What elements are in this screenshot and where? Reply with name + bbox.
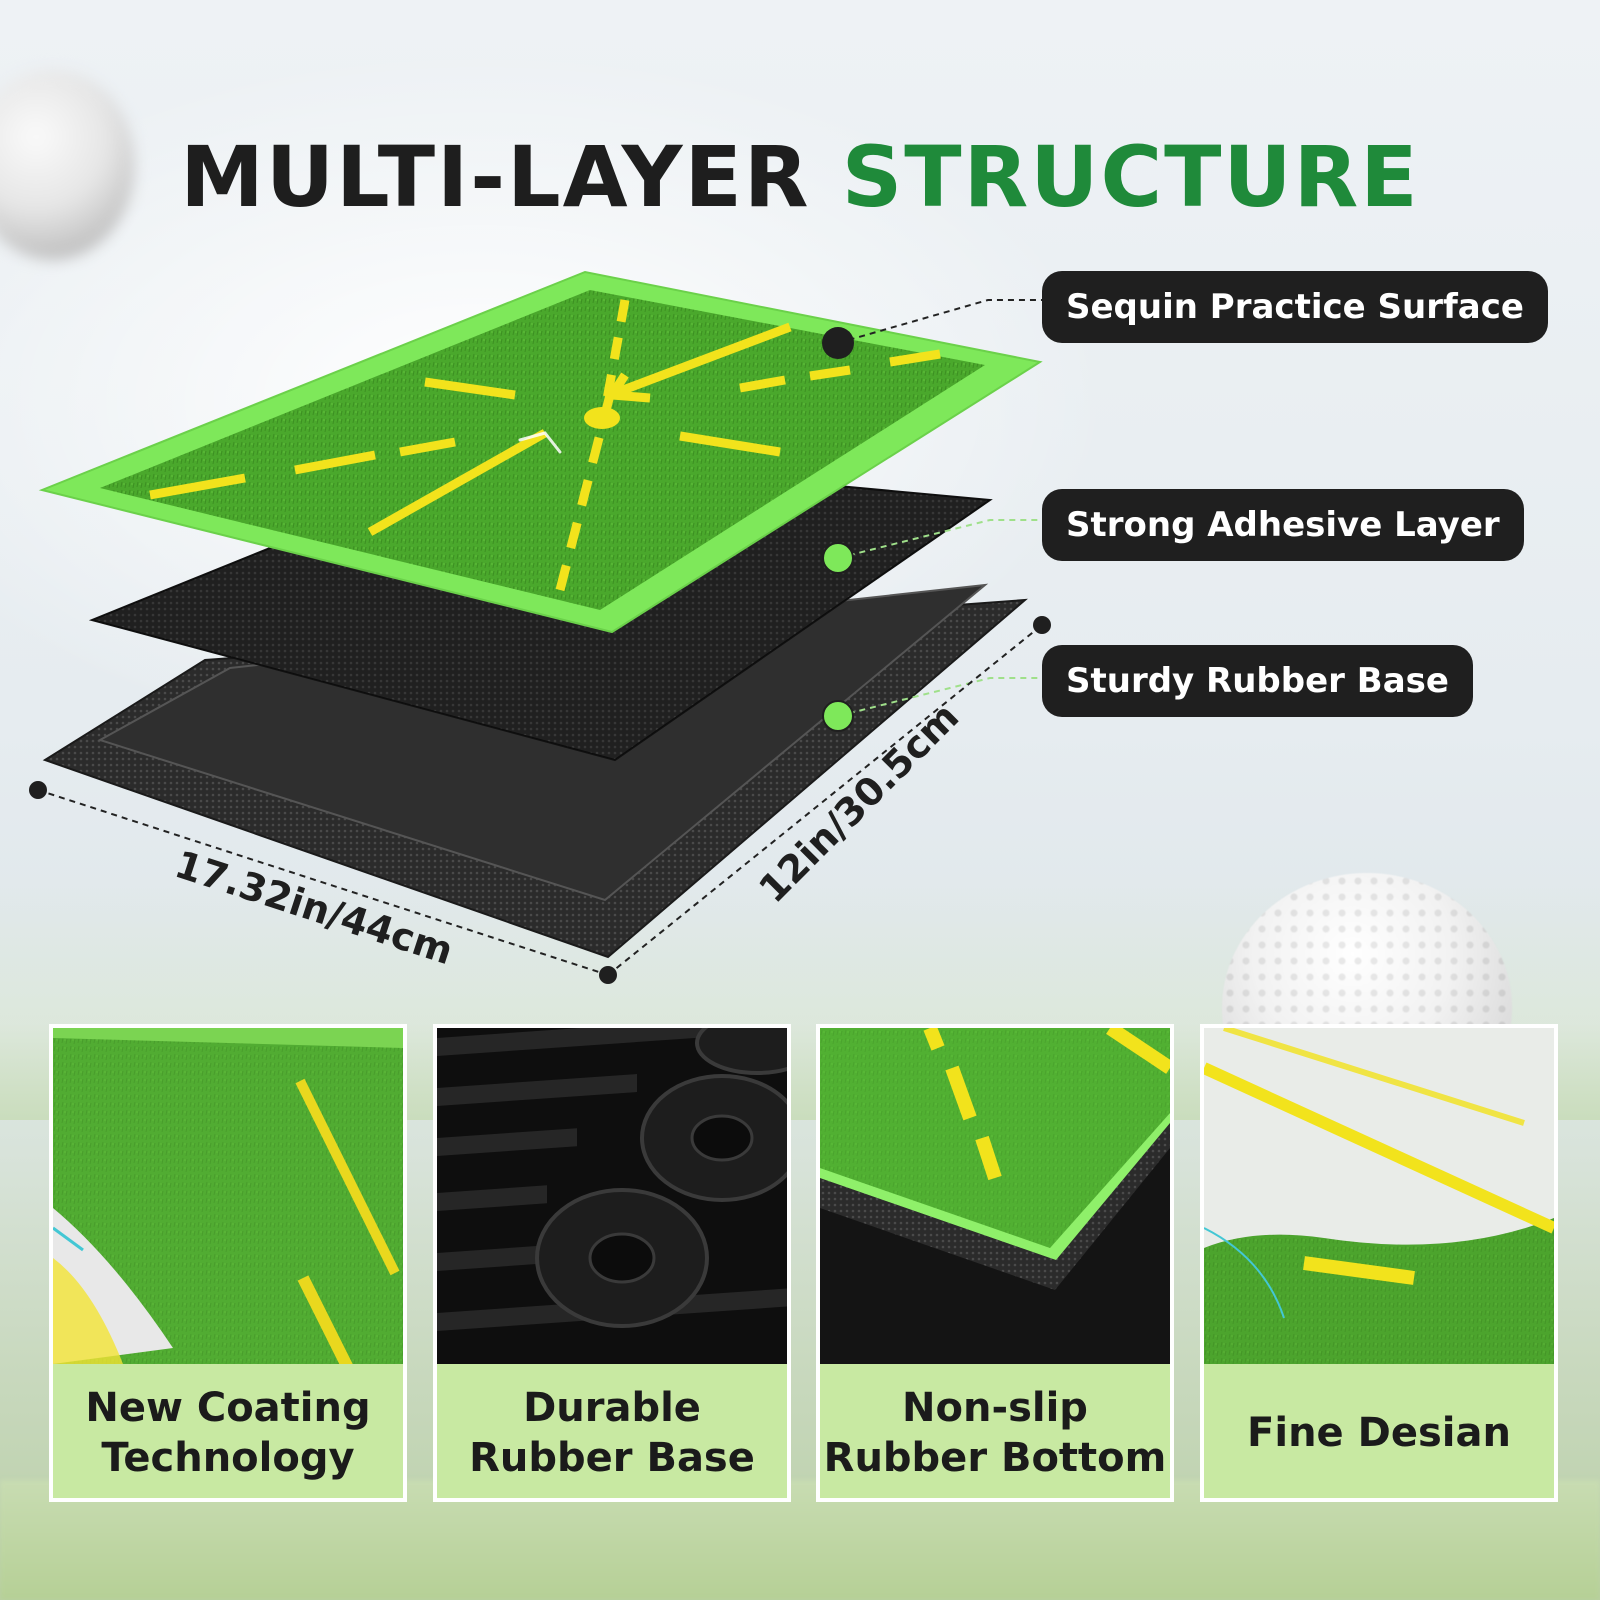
- non-slip-closeup-image: [820, 1028, 1170, 1364]
- feature-caption: Durable Rubber Base: [437, 1364, 787, 1498]
- feature-caption: Non-slip Rubber Bottom: [820, 1364, 1170, 1498]
- feature-card-non-slip: Non-slip Rubber Bottom: [816, 1024, 1174, 1502]
- layer-diagram: 17.32in/44cm 12in/30.5cm: [29, 270, 1051, 984]
- caption-line-1: New Coating: [85, 1385, 371, 1431]
- blurred-golf-ball: [0, 70, 135, 260]
- callout-connectors: [822, 299, 1045, 732]
- caption-line-1: Fine Desian: [1247, 1410, 1511, 1456]
- callout-rubber-base: Sturdy Rubber Base: [1042, 645, 1473, 717]
- caption-line-2: Technology: [101, 1435, 355, 1481]
- title-part-dark: MULTI-LAYER: [180, 128, 811, 227]
- caption-line-2: Rubber Bottom: [823, 1435, 1167, 1481]
- sequin-surface-layer: [38, 270, 1043, 634]
- title-part-green: STRUCTURE: [841, 128, 1420, 227]
- page-title: MULTI-LAYER STRUCTURE: [0, 128, 1600, 226]
- caption-line-1: Non-slip: [902, 1385, 1088, 1431]
- callout-dot-adhesive: [822, 542, 854, 574]
- feature-card-rubber-base: Durable Rubber Base: [433, 1024, 791, 1502]
- callout-adhesive-layer: Strong Adhesive Layer: [1042, 489, 1524, 561]
- feature-caption: Fine Desian: [1204, 1364, 1554, 1498]
- caption-line-2: Rubber Base: [469, 1435, 755, 1481]
- fine-design-closeup-image: [1204, 1028, 1554, 1364]
- feature-card-fine-design: Fine Desian: [1200, 1024, 1558, 1502]
- callout-sequin-surface: Sequin Practice Surface: [1042, 271, 1548, 343]
- rubber-base-closeup-image: [437, 1028, 787, 1364]
- callout-dot-base: [822, 700, 854, 732]
- dimension-lines: [29, 616, 1051, 984]
- feature-caption: New Coating Technology: [53, 1364, 403, 1498]
- feature-card-coating: New Coating Technology: [49, 1024, 407, 1502]
- caption-line-1: Durable: [523, 1385, 701, 1431]
- coating-closeup-image: [53, 1028, 403, 1364]
- callout-dot-surface: [822, 327, 854, 359]
